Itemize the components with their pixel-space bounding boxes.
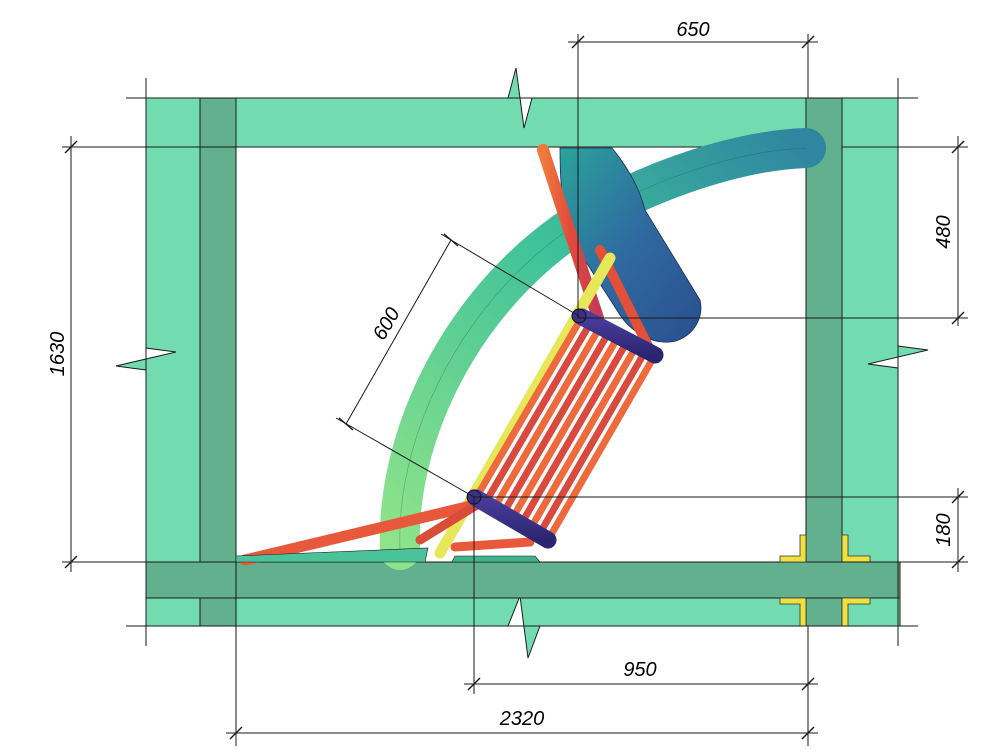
radiator-tube	[508, 332, 622, 523]
corner-bracket	[779, 534, 871, 627]
floor-foot	[450, 537, 535, 552]
dim-left-1630: 1630	[47, 332, 69, 377]
radiator-tube	[490, 323, 604, 512]
dimension-lines	[62, 34, 968, 746]
radiator-tube	[535, 346, 650, 539]
radiator-tube	[499, 327, 613, 518]
top-wall	[145, 67, 807, 148]
radiator-tube	[526, 342, 641, 533]
dim-top-650: 650	[676, 19, 709, 41]
radiator-tube	[544, 351, 659, 544]
dim-bottom-2320: 2320	[499, 708, 545, 730]
dim-bottom-950: 950	[623, 659, 656, 681]
radiator-tube	[472, 313, 586, 502]
right-column	[805, 97, 843, 627]
radiator-tube	[517, 337, 632, 528]
dim-right-180: 180	[933, 513, 955, 546]
floor-brace	[239, 499, 481, 566]
left-wall	[115, 97, 201, 627]
dim-right-480: 480	[933, 215, 955, 248]
upper-manifold	[573, 308, 664, 364]
radiator-tube	[481, 318, 595, 507]
equipment	[235, 128, 826, 570]
left-column	[199, 97, 237, 627]
dim-diagonal-600: 600	[369, 304, 405, 344]
floor-brace-2	[415, 501, 480, 545]
lower-manifold	[467, 489, 557, 549]
walls	[115, 67, 929, 659]
floor-band	[145, 561, 901, 599]
radiator-tubes	[472, 313, 659, 544]
